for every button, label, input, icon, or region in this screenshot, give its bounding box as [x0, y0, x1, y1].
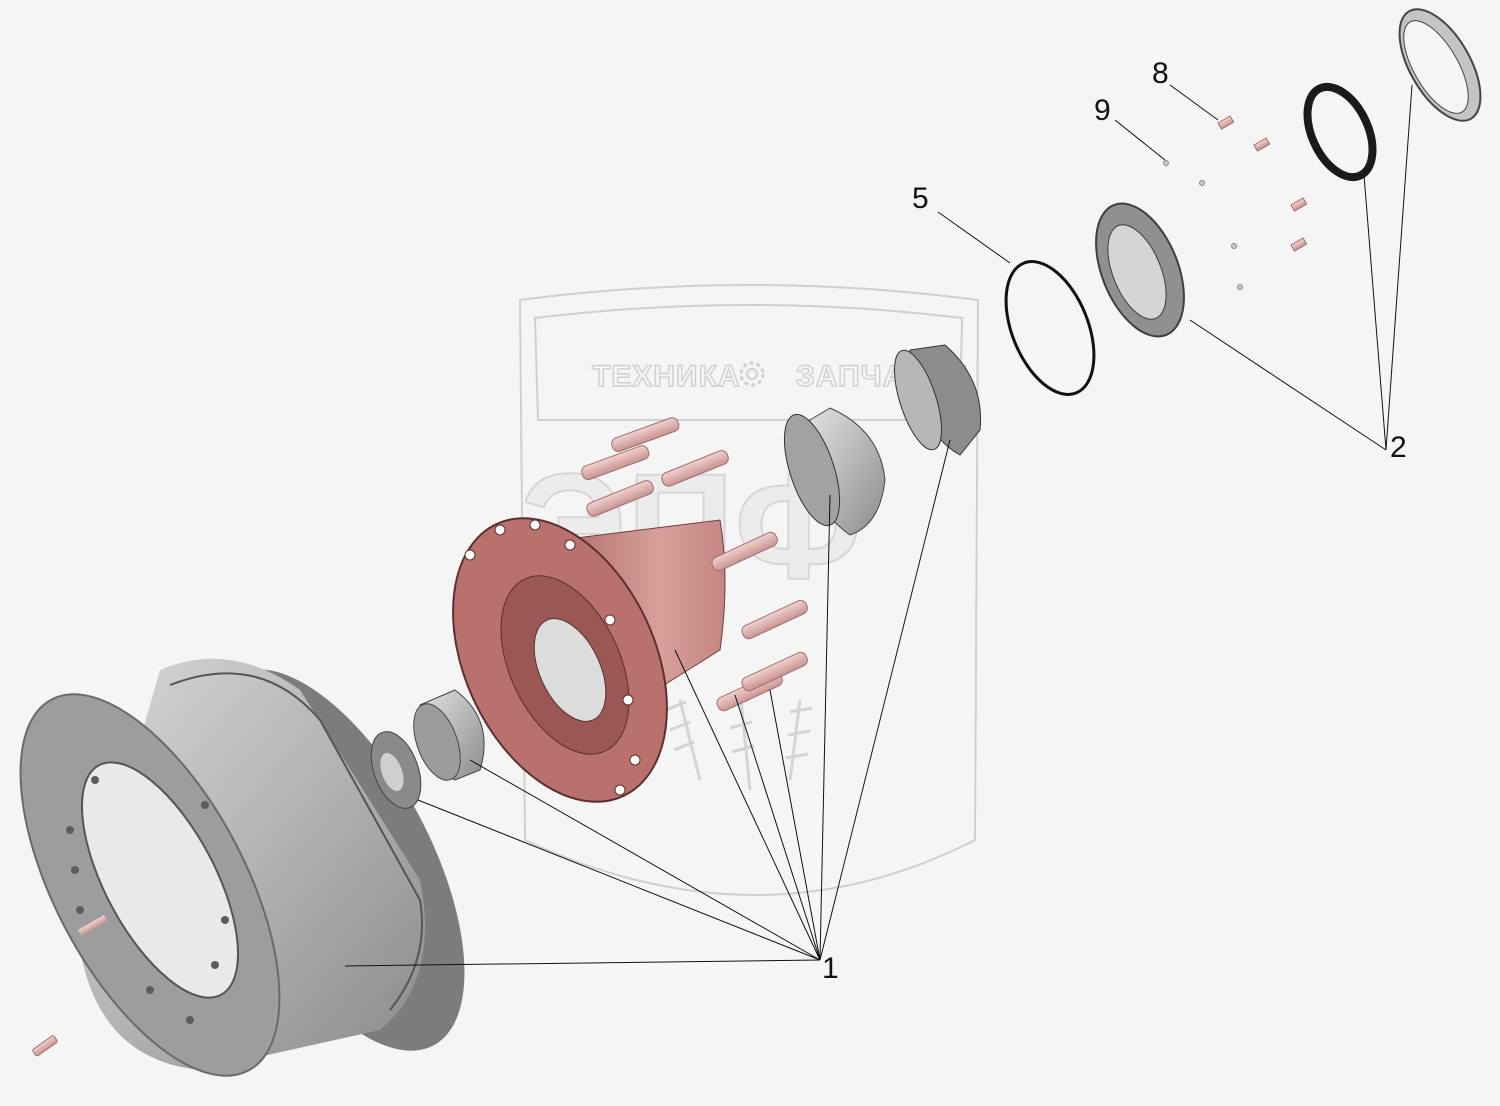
seal-ring — [1303, 82, 1377, 182]
brake-drum — [19, 658, 465, 1077]
callout-9: 9 — [1094, 94, 1111, 127]
seal-housing — [1095, 202, 1185, 338]
outer-ring — [1398, 8, 1482, 122]
callout-2: 2 — [1390, 431, 1407, 464]
watermark-shield — [518, 284, 980, 896]
outer-bearing-cone — [894, 344, 982, 456]
inner-bearing-cup — [413, 689, 485, 781]
inner-bearing-cone — [370, 731, 422, 809]
drum-bolt-holes — [66, 776, 229, 1024]
wheat-icon — [665, 689, 813, 791]
outer-bearing-cup — [783, 407, 886, 536]
drum-screw — [32, 1035, 58, 1057]
screws — [1217, 115, 1308, 252]
callout-8: 8 — [1152, 57, 1169, 90]
callout-1: 1 — [822, 952, 839, 985]
leader-lines — [344, 84, 1413, 967]
hub-flange-holes — [464, 519, 641, 796]
washers — [1163, 160, 1243, 290]
drum-wheel-stud — [78, 915, 108, 937]
wheel-hub — [452, 517, 726, 803]
hub-studs — [581, 417, 808, 712]
callout-5: 5 — [912, 182, 929, 215]
watermark-left-text: ТЕХНИКА — [592, 360, 741, 393]
gasket — [1004, 260, 1096, 396]
gear-icon — [739, 361, 765, 387]
